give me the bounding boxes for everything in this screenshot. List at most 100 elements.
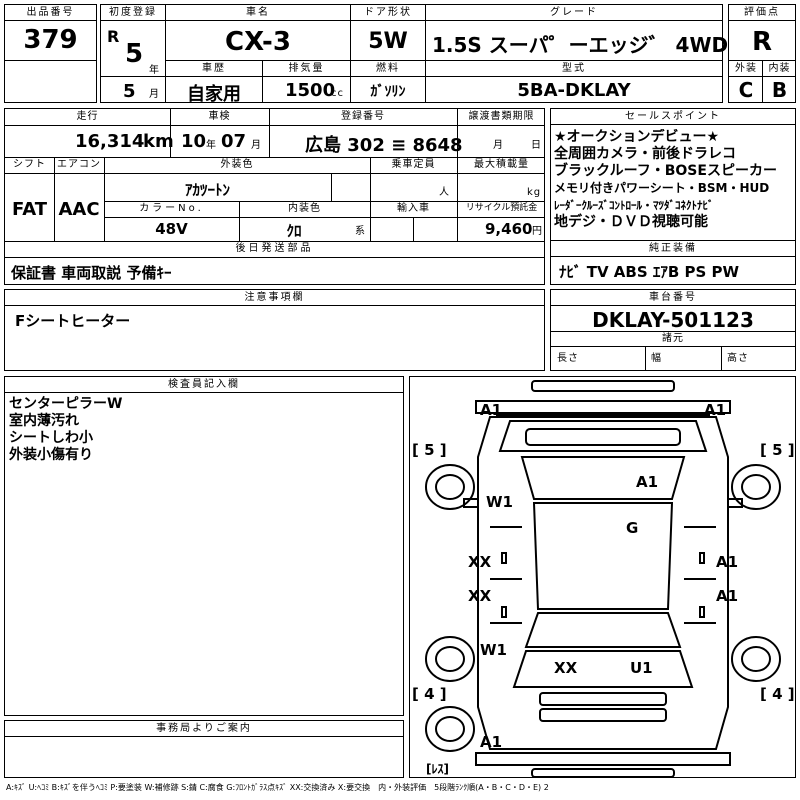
diagram-box: A1 A1 [ 5 ] [ 5 ] W1 A1 G XX A1 XX A1 W1… (409, 376, 796, 778)
mark-left-rear-door: XX (468, 587, 492, 605)
model-label: 型式 (426, 61, 722, 77)
score-box: 評価点 R (728, 4, 796, 61)
recycle: 9,460 (485, 220, 533, 238)
exterior-color-label: 外装色 (220, 159, 254, 170)
year-unit: 年 (149, 65, 160, 76)
displacement-label: 排気量 (263, 61, 350, 77)
mark-roof: G (626, 519, 638, 537)
grade-label: グレード (426, 5, 722, 21)
mark-front-right-tire: [ 5 ] (760, 441, 795, 459)
displacement: 1500 (285, 80, 336, 101)
sales-point-line: ﾚｰﾀﾞｰｸﾙｰｽﾞｺﾝﾄﾛｰﾙ・ﾏﾂﾀﾞｺﾈｸﾄﾅﾋﾞ (554, 199, 714, 212)
lot-blank (4, 60, 97, 103)
mark-trunk-right: U1 (630, 659, 653, 677)
model: 5BA-DKLAY (517, 80, 631, 101)
inspector-label: 検査員記入欄 (5, 377, 403, 393)
car-diagram: A1 A1 [ 5 ] [ 5 ] W1 A1 G XX A1 XX A1 W1… (412, 380, 795, 778)
mark-rear-right-tire: [ 4 ] (760, 685, 795, 703)
inspector-list: センターピラーW 室内薄汚れ シートしわ小 外装小傷有り (9, 396, 122, 464)
sales-points-list: ★オークションデビュー★ 全周囲カメラ・前後ドラレコ ブラックルーフ・BOSEス… (554, 129, 793, 231)
shift: FAT (11, 199, 48, 220)
mark-rear-left-tire: [ 4 ] (412, 685, 447, 703)
color-no: 48V (155, 220, 188, 238)
width-label: 幅 (651, 353, 662, 364)
mark-left-rear-fender: W1 (480, 641, 507, 659)
transfer-month-unit: 月 (493, 140, 504, 151)
mark-hood: A1 (636, 473, 658, 491)
transfer-day-unit: 日 (531, 140, 542, 151)
sales-point-line: メモリ付きパワーシート・BSM・HUD (554, 181, 770, 195)
chassis-box: 車台番号 DKLAY-501123 諸元 長さ 幅 高さ (550, 289, 796, 371)
inspector-line: 外装小傷有り (9, 447, 93, 463)
notes-label: 注意事項欄 (5, 290, 544, 306)
interior-label: 内装 (768, 63, 791, 74)
equipment-label: 純正装備 (551, 241, 795, 257)
sales-point-line: ブラックルーフ・BOSEスピーカー (554, 163, 777, 179)
inspector-box: 検査員記入欄 センターピラーW 室内薄汚れ シートしわ小 外装小傷有り (4, 376, 404, 716)
door-type: 5W (368, 29, 408, 54)
exterior-label: 外装 (735, 63, 757, 74)
shift-label: シフト (13, 159, 46, 170)
mark-front-left-tire: [ 5 ] (412, 441, 447, 459)
history: 自家用 (187, 84, 241, 105)
length-label: 長さ (557, 353, 579, 364)
lot-number: 379 (23, 25, 78, 55)
model-box: 型式 5BA-DKLAY (425, 60, 723, 103)
car-name-box: 車名 CX-3 (165, 4, 351, 61)
lot-label: 出品番号 (5, 5, 96, 21)
fuel-label: 燃料 (351, 61, 425, 77)
month-unit: 月 (149, 89, 160, 100)
fuel-box: 燃料 ｶﾞｿﾘﾝ (350, 60, 426, 103)
mark-rear: A1 (480, 733, 502, 751)
era-mark: R (107, 27, 120, 46)
chassis-label: 車台番号 (551, 290, 795, 306)
recycle-label: リサイクル預託金 (465, 203, 538, 213)
office-box: 事務局よりご案内 (4, 720, 404, 778)
first-reg-box: 初度登録 R 5 年 5 月 (100, 4, 166, 103)
import-label: 輸入車 (397, 203, 430, 214)
notes: Fシートヒーター (15, 312, 131, 330)
spec-label: 諸元 (662, 333, 684, 344)
plate: 広島 302 ≡ 8648 (305, 135, 463, 156)
mileage: 16,314 (75, 131, 145, 152)
later-parts: 保証書 車両取説 予備ｷｰ (11, 264, 172, 282)
height-label: 高さ (727, 353, 749, 364)
ext-int-box: 外装 内装 C B (728, 60, 796, 103)
mileage-label: 走行 (76, 111, 99, 122)
mark-spare: [ﾚｽ] (426, 762, 449, 776)
plate-label: 登録番号 (341, 111, 385, 122)
mark-right-front-door: A1 (716, 553, 738, 571)
mark-left-front-door: XX (468, 553, 492, 571)
door-label: ドア形状 (351, 5, 425, 21)
mileage-unit: km (143, 131, 174, 152)
sales-point-line: ★オークションデビュー★ (554, 129, 720, 145)
reg-year: 5 (125, 39, 144, 69)
mark-left-front-fender: W1 (486, 493, 513, 511)
interior-color-unit: 系 (355, 226, 366, 237)
inspector-line: 室内薄汚れ (9, 413, 79, 429)
legend: A:ｷｽﾞ U:ﾍｺﾐ B:ｷｽﾞを伴うﾍｺﾐ P:要塗装 W:補修跡 S:錆 … (6, 783, 549, 792)
history-box: 車歴 自家用 (165, 60, 263, 105)
inspection-month-unit: 月 (251, 140, 262, 151)
exterior-score: C (738, 78, 754, 102)
inspector-line: シートしわ小 (9, 430, 93, 446)
car-name-label: 車名 (166, 5, 350, 21)
interior-score: B (771, 78, 788, 102)
mark-front-right: A1 (704, 401, 726, 419)
max-load-label: 最大積載量 (474, 159, 529, 170)
displacement-unit: cc (331, 88, 344, 99)
score: R (751, 27, 773, 57)
first-reg-label: 初度登録 (101, 5, 165, 21)
mark-front-left: A1 (480, 401, 502, 419)
details-block: 走行 車検 登録番号 譲渡書類期限 16,314 km 10 年 07 月 広島… (4, 108, 545, 285)
displacement-box: 排気量 1500 cc (262, 60, 351, 103)
sales-points-label: セールスポイント (551, 109, 795, 125)
exterior-color: ｱｶﾂｰﾄﾝ (185, 181, 231, 199)
inspector-line: センターピラーW (9, 396, 123, 412)
chassis-number: DKLAY-501123 (592, 308, 754, 332)
office-label: 事務局よりご案内 (5, 721, 403, 737)
ac: AAC (58, 199, 100, 220)
interior-color-label: 内装色 (288, 203, 321, 214)
notes-box: 注意事項欄 Fシートヒーター (4, 289, 545, 371)
equipment: ﾅﾋﾞ TV ABS ｴｱB PS PW (559, 263, 740, 281)
